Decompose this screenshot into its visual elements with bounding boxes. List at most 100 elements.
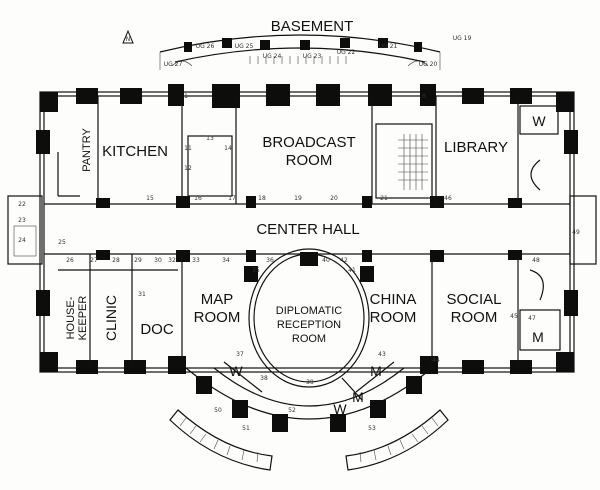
door-number: 1 [184,93,188,100]
door-number: 36 [266,257,274,264]
door-number: UG 24 [263,53,282,60]
door-number: UG 25 [235,43,254,50]
corridor-pier [96,198,110,208]
door-number: 52 [288,407,296,414]
door-number: 27 [90,257,98,264]
portico-pier [272,414,288,432]
west-annex-room [13,225,37,257]
door-number: UG 22 [337,49,356,56]
wall-pier [124,360,146,374]
door-number: 51 [242,425,250,432]
center-restroom-w-label: W [333,401,347,417]
map-room-label-2: ROOM [194,309,241,326]
broadcast-room-label-1: BROADCAST [262,134,355,151]
doc-label: DOC [140,321,174,338]
portico-outer-arc [185,367,433,420]
door-number: 41 [348,267,356,274]
kitchen-service-room [187,135,233,197]
door-number: 26 [66,257,74,264]
portico-pier [232,400,248,418]
door-number: 47 [528,315,536,322]
corridor-pier [508,250,522,260]
basement-stair-treads [249,56,347,64]
compass-icon: N [122,29,134,44]
clinic-label: CLINIC [103,295,119,341]
door-number: 39 [306,379,314,386]
corridor-pier [96,250,110,260]
portico-wall [223,361,263,393]
door-number: UG 23 [303,53,322,60]
door-number: 12 [184,165,192,172]
diplomatic-room-label-3: ROOM [292,333,326,345]
basement-pier [300,40,310,50]
social-restroom-label: M [532,329,544,345]
door-number: 11 [184,145,192,152]
spiral-stair [529,269,544,301]
portico-pier [406,376,422,394]
corridor-pier [176,196,190,208]
portico-pier [370,400,386,418]
wall-pier [564,290,578,316]
oval-room-wall-outer [248,248,370,388]
door-number: 29 [134,257,142,264]
oval-pier [300,252,318,266]
corner-pier [556,352,574,372]
door-number: 46 [444,195,452,202]
basement-area [159,34,441,70]
corner-pier [40,352,58,372]
portico-wall [355,361,395,393]
basement-pier [260,40,270,50]
door-number: 22 [18,201,26,208]
door-number: 30 [154,257,162,264]
social-room-label-2: ROOM [451,309,498,326]
door-number: 33 [192,257,200,264]
corridor-pier [362,196,372,208]
corridor-pier [176,250,190,262]
door-number: 21 [380,195,388,202]
pantry-label: PANTRY [81,128,93,172]
door-swing [171,60,193,67]
door-number: 14 [224,145,232,152]
door-number: 45 [510,313,518,320]
door-number: 53 [368,425,376,432]
wall-pier [420,84,436,106]
map-room-label-1: MAP [201,291,234,308]
corridor-pier [246,196,256,208]
door-swing [407,60,429,67]
door-number: 43 [378,351,386,358]
wall-pier [212,84,240,108]
wall-pier [368,84,392,106]
spiral-stair [530,159,541,191]
door-number: 44 [432,357,440,364]
south-restroom-m-label-1: M [370,363,382,379]
basement-pier [340,38,350,48]
oval-pier [360,266,374,282]
portico-inner-arc [213,367,405,407]
housekeeper-label-2: KEEPER [77,296,89,341]
door-number: UG 20 [419,61,438,68]
social-restroom [519,309,561,351]
oval-room [244,248,374,388]
corridor-pier [246,250,256,262]
wall-pier [120,88,142,104]
door-number: 19 [294,195,302,202]
west-portico-stair [169,409,273,471]
library-restroom-label: W [532,113,546,129]
door-number: UG 19 [453,35,472,42]
door-number: 28 [112,257,120,264]
door-number: 37 [236,351,244,358]
door-number: 13 [206,135,214,142]
basement-outer-wall [159,34,441,53]
basement-pier [378,38,388,48]
oval-pier [244,266,258,282]
china-room-label-1: CHINA [370,291,417,308]
basement-inner-wall [174,47,426,63]
west-annex [7,195,43,265]
broadcast-stair-hall [375,123,433,199]
basement-pier [414,42,422,52]
door-number: 18 [258,195,266,202]
basement-edge [159,52,441,70]
door-number: 20 [330,195,338,202]
china-room-label-2: ROOM [370,309,417,326]
